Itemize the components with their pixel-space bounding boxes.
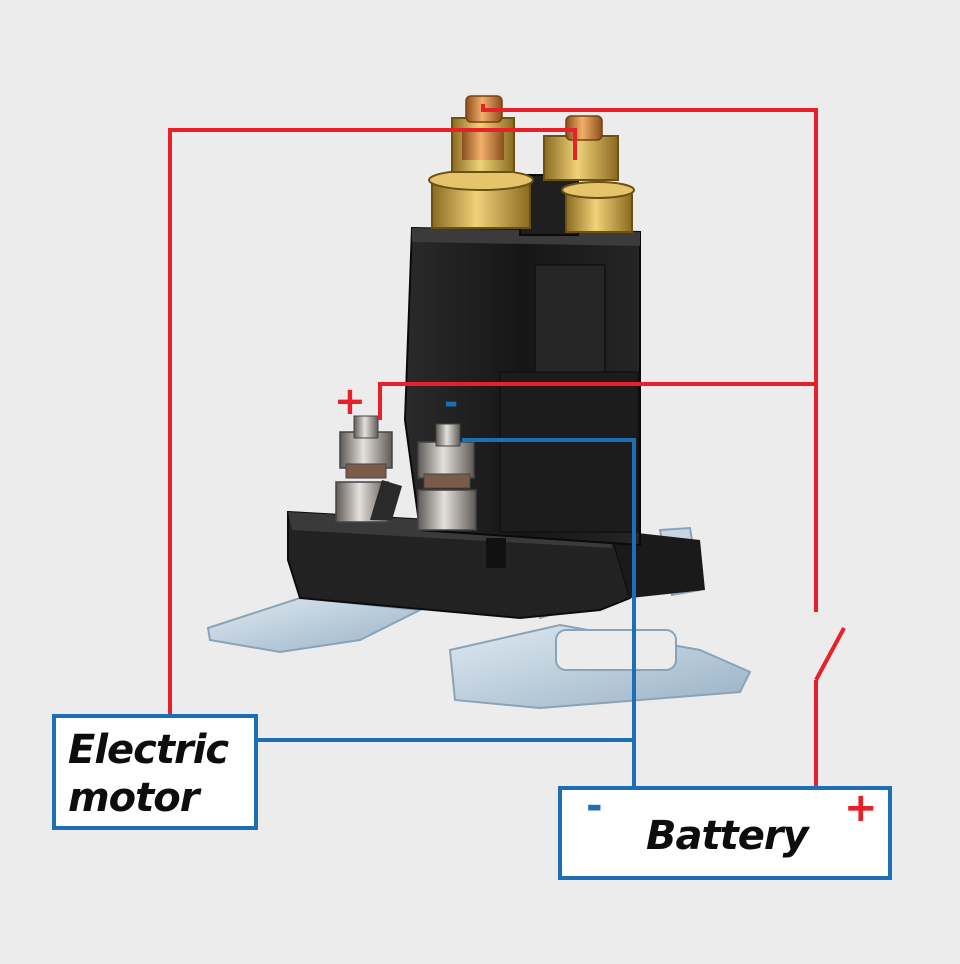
wire-motor-to-main-terminal: [168, 128, 577, 716]
coil-terminal-positive: [335, 415, 402, 523]
battery-positive-sign: +: [844, 785, 878, 831]
coil-positive-sign: +: [334, 379, 366, 423]
main-terminal-1: [428, 95, 534, 229]
battery-negative-sign: -: [586, 783, 603, 829]
battery-box: [558, 786, 892, 880]
positive-wiring: [168, 104, 846, 788]
battery-label: Battery: [646, 813, 809, 859]
electric-motor-box: [52, 714, 258, 830]
relay-solenoid-image: [206, 95, 752, 710]
wire-coil-negative: [462, 438, 636, 788]
wire-coil-positive: [378, 382, 816, 420]
wire-battery-positive-upper: [481, 104, 818, 612]
coil-negative-sign: -: [444, 383, 459, 423]
coil-terminal-negative: [417, 423, 477, 531]
switch-icon: [814, 627, 846, 681]
negative-wiring: [258, 438, 636, 788]
electric-motor-label: Electric motor: [68, 727, 229, 821]
